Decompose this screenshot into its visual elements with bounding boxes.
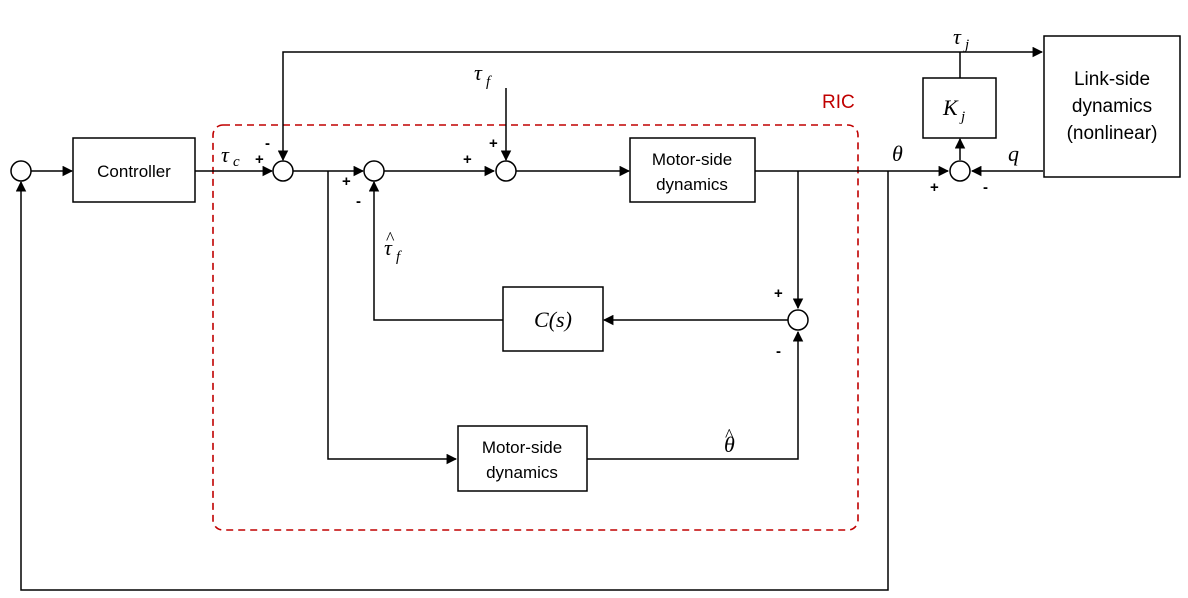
sign-plus-error-sum: +: [774, 285, 783, 302]
spring-deflection-sum: [949, 160, 971, 182]
kj-stiffness-block: [922, 77, 997, 139]
signal-line-branch-to-model: [327, 171, 458, 465]
motor-side-model-block: [457, 425, 588, 492]
svg-text:τ: τ: [221, 142, 230, 167]
tau-f-label: τ f: [474, 60, 492, 90]
tau-j-label: τ j: [953, 24, 969, 53]
summing-junction-2: [363, 160, 385, 182]
ric-region: [212, 124, 859, 531]
theta-hat-label: ^ θ: [724, 425, 735, 457]
kj-label: K j: [942, 95, 965, 125]
summing-junction-1: [272, 160, 294, 182]
input-summing-junction: [10, 160, 32, 182]
tau-c-label: τ c: [221, 142, 240, 170]
controller-label: Controller: [97, 162, 171, 181]
svg-text:τ: τ: [953, 24, 962, 49]
sign-plus-sum1: +: [255, 151, 264, 168]
link-side-label-line2: dynamics: [1072, 96, 1152, 117]
sign-plus-sum3-left: +: [463, 151, 472, 168]
sign-minus-error-sum: -: [776, 343, 781, 360]
svg-text:c: c: [233, 154, 240, 170]
motor-model-label-line1: Motor-side: [482, 438, 562, 457]
cs-filter-block: [502, 286, 604, 352]
svg-text:f: f: [396, 249, 402, 265]
svg-text:θ: θ: [724, 432, 735, 457]
controller-block: [72, 137, 196, 203]
svg-text:τ: τ: [384, 235, 393, 260]
signal-line-tau-f-hat: [368, 180, 503, 321]
estimation-error-sum: [787, 309, 809, 331]
svg-text:f: f: [486, 74, 492, 90]
svg-text:j: j: [959, 109, 965, 125]
svg-text:^: ^: [386, 228, 395, 248]
link-side-dynamics-block: [1043, 35, 1181, 178]
motor-side-label-line1: Motor-side: [652, 150, 732, 169]
sign-plus-sum2: +: [342, 173, 351, 190]
link-side-label-line1: Link-side: [1074, 69, 1150, 90]
ric-label: RIC: [822, 92, 855, 113]
sign-minus-sum1: -: [265, 135, 270, 152]
sign-plus-spring-sum: +: [930, 179, 939, 196]
signal-line-outer-feedback: [15, 171, 889, 591]
signal-line-tau-j-feedback: [277, 51, 960, 162]
signal-line-theta-hat: [587, 330, 804, 460]
motor-model-label-line2: dynamics: [486, 463, 558, 482]
svg-text:^: ^: [725, 425, 734, 445]
link-side-label-line3: (nonlinear): [1067, 123, 1158, 144]
svg-text:τ: τ: [474, 60, 483, 85]
sign-minus-spring-sum: -: [983, 179, 988, 196]
sign-plus-sum3-top: +: [489, 135, 498, 152]
summing-junction-3: [495, 160, 517, 182]
svg-text:K: K: [942, 95, 959, 120]
motor-side-dynamics-block: [629, 137, 756, 203]
q-label: q: [1008, 141, 1019, 166]
cs-label: C(s): [534, 307, 572, 332]
svg-text:j: j: [963, 37, 969, 53]
motor-side-label-line2: dynamics: [656, 175, 728, 194]
theta-label: θ: [892, 141, 903, 166]
sign-minus-sum2: -: [356, 193, 361, 210]
tau-f-hat-label: ^ τ f: [384, 228, 402, 265]
